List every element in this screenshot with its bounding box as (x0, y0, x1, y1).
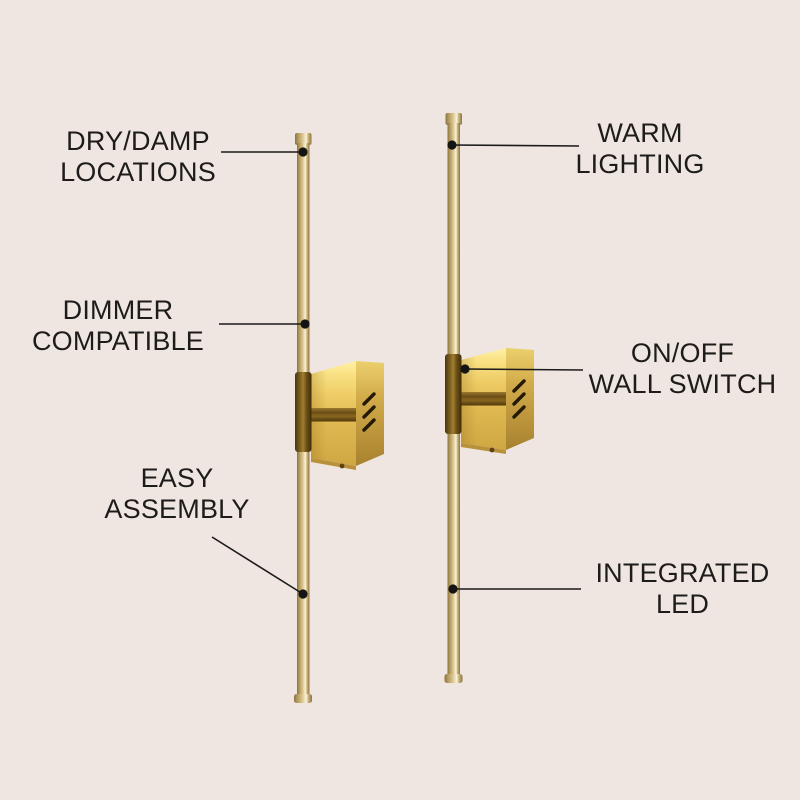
callout-text-line: ON/OFF (630, 338, 735, 368)
callout-warm-lighting: WARM LIGHTING (545, 118, 735, 180)
leader-dot-on-off (460, 364, 470, 374)
leader-line-easy-assembly (211, 536, 304, 595)
mount-screw (489, 447, 495, 453)
callout-text-line: WALL SWITCH (588, 369, 777, 399)
leader-dot-dry-damp (298, 147, 308, 157)
callout-on-off-wall-switch: ON/OFF WALL SWITCH (585, 338, 780, 400)
callout-text-line: COMPATIBLE (31, 326, 205, 356)
rod-bottom-cap (444, 674, 463, 683)
callout-dry-damp-locations: DRY/DAMP LOCATIONS (43, 126, 233, 188)
callout-easy-assembly: EASY ASSEMBLY (82, 463, 272, 525)
callout-text-line: LED (655, 589, 710, 619)
leader-dot-integrated-led (448, 584, 458, 594)
rod-clamp-sleeve (295, 372, 312, 452)
callout-integrated-led: INTEGRATED LED (585, 558, 780, 620)
callout-text-line: INTEGRATED (595, 558, 770, 588)
leader-dot-warm-lighting (447, 140, 457, 150)
mount-screw (339, 463, 345, 469)
vent-slashes (512, 379, 526, 419)
callout-text-line: EASY (140, 463, 214, 493)
mount-box-bottom-edge (311, 458, 356, 470)
mount-box-side-face (356, 361, 384, 466)
leader-dot-dimmer (300, 319, 310, 329)
rod-clamp-sleeve (445, 354, 462, 434)
callout-text-line: WARM (597, 118, 683, 148)
mount-arm (458, 392, 506, 406)
rod-bottom-cap (294, 694, 312, 703)
leader-dot-easy-assembly (298, 589, 308, 599)
mount-box-bottom-edge (461, 443, 506, 454)
leader-line-on-off (464, 368, 584, 371)
leader-lines (211, 144, 584, 595)
vent-slashes (362, 392, 376, 432)
leader-dots (298, 140, 470, 599)
callout-text-line: LOCATIONS (60, 157, 216, 187)
right-sconce (444, 113, 534, 683)
rod-top-cap (445, 113, 462, 125)
rod-top-cap (295, 133, 312, 145)
callout-text-line: LIGHTING (575, 149, 705, 179)
callout-text-line: DRY/DAMP (66, 126, 210, 156)
callout-dimmer-compatible: DIMMER COMPATIBLE (23, 295, 213, 357)
callout-text-line: ASSEMBLY (104, 494, 250, 524)
callout-text-line: DIMMER (62, 295, 174, 325)
mount-arm (308, 408, 356, 422)
leader-line-warm-lighting (451, 144, 580, 147)
left-sconce (294, 133, 384, 703)
